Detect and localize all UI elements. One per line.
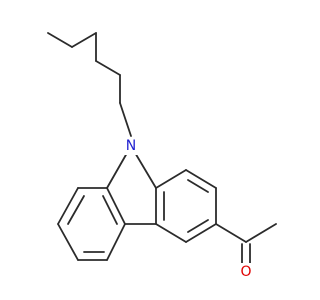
bond-chain-6 [119, 102, 132, 137]
bond-chain-1 [47, 32, 73, 48]
ring-to-carbonyl-bond [215, 223, 247, 243]
left-ring-bond-5 [106, 223, 126, 261]
left-ring-bond-3 [57, 223, 79, 261]
right-ring-bond-4 [185, 223, 217, 243]
left-ring-bond-6 [106, 187, 126, 225]
bond-chain-2 [71, 32, 97, 48]
acetyl-group [215, 223, 277, 266]
left-ring-double-1 [67, 195, 85, 225]
left-ring-bond-2 [57, 187, 79, 225]
nitrogen-atom-label: N [126, 138, 136, 154]
structure-canvas: N O [47, 32, 277, 281]
right-ring-double-2 [187, 219, 209, 233]
nitrogen-label-background [124, 137, 138, 155]
oxygen-label-background [239, 263, 253, 281]
chemical-structure: N O [47, 32, 277, 281]
right-ring-double-1 [187, 179, 209, 193]
atom-labels: N O [124, 137, 253, 281]
hexyl-chain [47, 32, 132, 137]
carbazole-core [57, 145, 217, 261]
bond-chain-4 [95, 60, 121, 76]
oxygen-atom-label: O [240, 264, 251, 280]
right-ring-bond-5 [155, 223, 187, 243]
right-ring-bond-2 [185, 169, 217, 189]
carbonyl-methyl-bond [245, 223, 277, 243]
right-ring-bond-1 [155, 169, 187, 189]
left-ring-double-3 [102, 195, 118, 225]
